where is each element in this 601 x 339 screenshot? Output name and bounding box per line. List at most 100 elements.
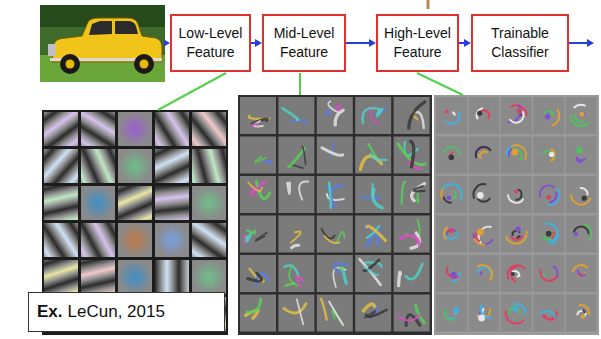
feature-stroke bbox=[286, 283, 295, 285]
filter-cell bbox=[118, 186, 152, 220]
feature-cell bbox=[501, 97, 532, 134]
feature-cell bbox=[533, 255, 564, 292]
feature-arc bbox=[478, 267, 491, 274]
feature-cell bbox=[278, 255, 314, 292]
feature-stroke bbox=[364, 266, 378, 275]
feature-arc bbox=[551, 231, 554, 238]
arrow-head bbox=[464, 39, 471, 47]
feature-cell bbox=[355, 176, 391, 213]
feature-stroke bbox=[292, 245, 299, 248]
feature-stroke bbox=[340, 267, 343, 269]
feature-stroke bbox=[329, 302, 343, 325]
feature-cell bbox=[501, 137, 532, 174]
arrow-head bbox=[255, 39, 262, 47]
feature-dot bbox=[511, 272, 515, 276]
feature-dot bbox=[576, 147, 582, 153]
feature-dot bbox=[515, 226, 520, 231]
feature-stroke bbox=[326, 111, 330, 114]
feature-cell bbox=[278, 216, 314, 253]
feature-cell bbox=[501, 295, 532, 332]
feature-dot bbox=[514, 190, 518, 194]
feature-arc bbox=[545, 224, 558, 244]
filter-cell bbox=[81, 186, 115, 220]
feature-stroke bbox=[363, 108, 379, 123]
feature-stroke bbox=[337, 105, 340, 110]
feature-cell bbox=[355, 216, 391, 253]
feature-arc bbox=[578, 305, 589, 315]
feature-cell bbox=[240, 137, 276, 174]
filter-cell bbox=[192, 186, 226, 220]
feature-cell bbox=[533, 97, 564, 134]
feature-arc bbox=[578, 270, 585, 275]
feature-stroke bbox=[416, 194, 419, 202]
feature-cell bbox=[355, 97, 391, 134]
feature-dot bbox=[545, 114, 550, 119]
citation-box: Ex.LeCun, 2015 bbox=[28, 292, 225, 332]
filter-cell bbox=[118, 112, 152, 146]
feature-cell bbox=[394, 255, 430, 292]
feature-arc bbox=[517, 275, 520, 277]
feature-stroke bbox=[371, 154, 387, 160]
feature-stroke bbox=[321, 299, 327, 320]
feature-cell bbox=[317, 216, 353, 253]
feature-arc bbox=[576, 157, 585, 160]
feature-dot bbox=[448, 154, 454, 160]
feature-stroke bbox=[411, 141, 414, 166]
feature-stroke bbox=[409, 102, 425, 128]
filter-cell bbox=[192, 112, 226, 146]
filter-cell bbox=[155, 186, 189, 220]
feature-arc bbox=[446, 111, 460, 123]
feature-cell bbox=[278, 137, 314, 174]
feature-stroke bbox=[343, 271, 346, 283]
feature-dot bbox=[447, 196, 452, 201]
feature-arc bbox=[540, 311, 555, 318]
feature-arc bbox=[512, 145, 527, 160]
feature-stroke bbox=[246, 232, 251, 241]
feature-cell bbox=[533, 295, 564, 332]
feature-cell bbox=[566, 255, 597, 292]
feature-dot bbox=[477, 229, 484, 236]
feature-dot bbox=[574, 232, 578, 236]
feature-stroke bbox=[401, 235, 420, 245]
feature-arc bbox=[474, 239, 485, 245]
filter-cell bbox=[81, 260, 115, 294]
feature-stroke bbox=[243, 235, 245, 244]
feature-stroke bbox=[291, 231, 301, 242]
filter-cell bbox=[118, 223, 152, 257]
feature-dot bbox=[546, 231, 552, 237]
feature-stroke bbox=[297, 276, 304, 286]
arrow-head bbox=[369, 39, 376, 47]
feature-stroke bbox=[399, 272, 401, 285]
feature-cell bbox=[468, 137, 499, 174]
feature-cell bbox=[436, 295, 467, 332]
filter-cell bbox=[118, 260, 152, 294]
feature-dot bbox=[477, 111, 482, 116]
feature-cell bbox=[436, 176, 467, 213]
feature-cell bbox=[394, 137, 430, 174]
feature-stroke bbox=[329, 183, 330, 208]
feature-stroke bbox=[283, 108, 298, 119]
feature-dot bbox=[453, 307, 459, 313]
feature-stroke bbox=[291, 120, 306, 124]
stage-box: Low-Level Feature bbox=[170, 14, 251, 72]
feature-cell bbox=[394, 295, 430, 332]
flow-arrow bbox=[346, 42, 370, 44]
feature-dot bbox=[445, 110, 449, 114]
feature-cell bbox=[394, 97, 430, 134]
feature-stroke bbox=[367, 226, 386, 240]
feature-arc bbox=[443, 184, 462, 199]
feature-arc bbox=[574, 105, 586, 108]
feature-stroke bbox=[360, 196, 379, 199]
feature-cell bbox=[468, 216, 499, 253]
feature-cell bbox=[468, 255, 499, 292]
feature-stroke bbox=[302, 146, 306, 164]
feature-cell bbox=[468, 97, 499, 134]
filter-cell bbox=[155, 149, 189, 183]
feature-dot bbox=[448, 228, 453, 233]
feature-cell bbox=[533, 137, 564, 174]
feature-cell bbox=[468, 176, 499, 213]
feature-dot bbox=[479, 272, 482, 275]
feature-arc bbox=[540, 186, 555, 198]
feature-stroke bbox=[248, 182, 262, 191]
